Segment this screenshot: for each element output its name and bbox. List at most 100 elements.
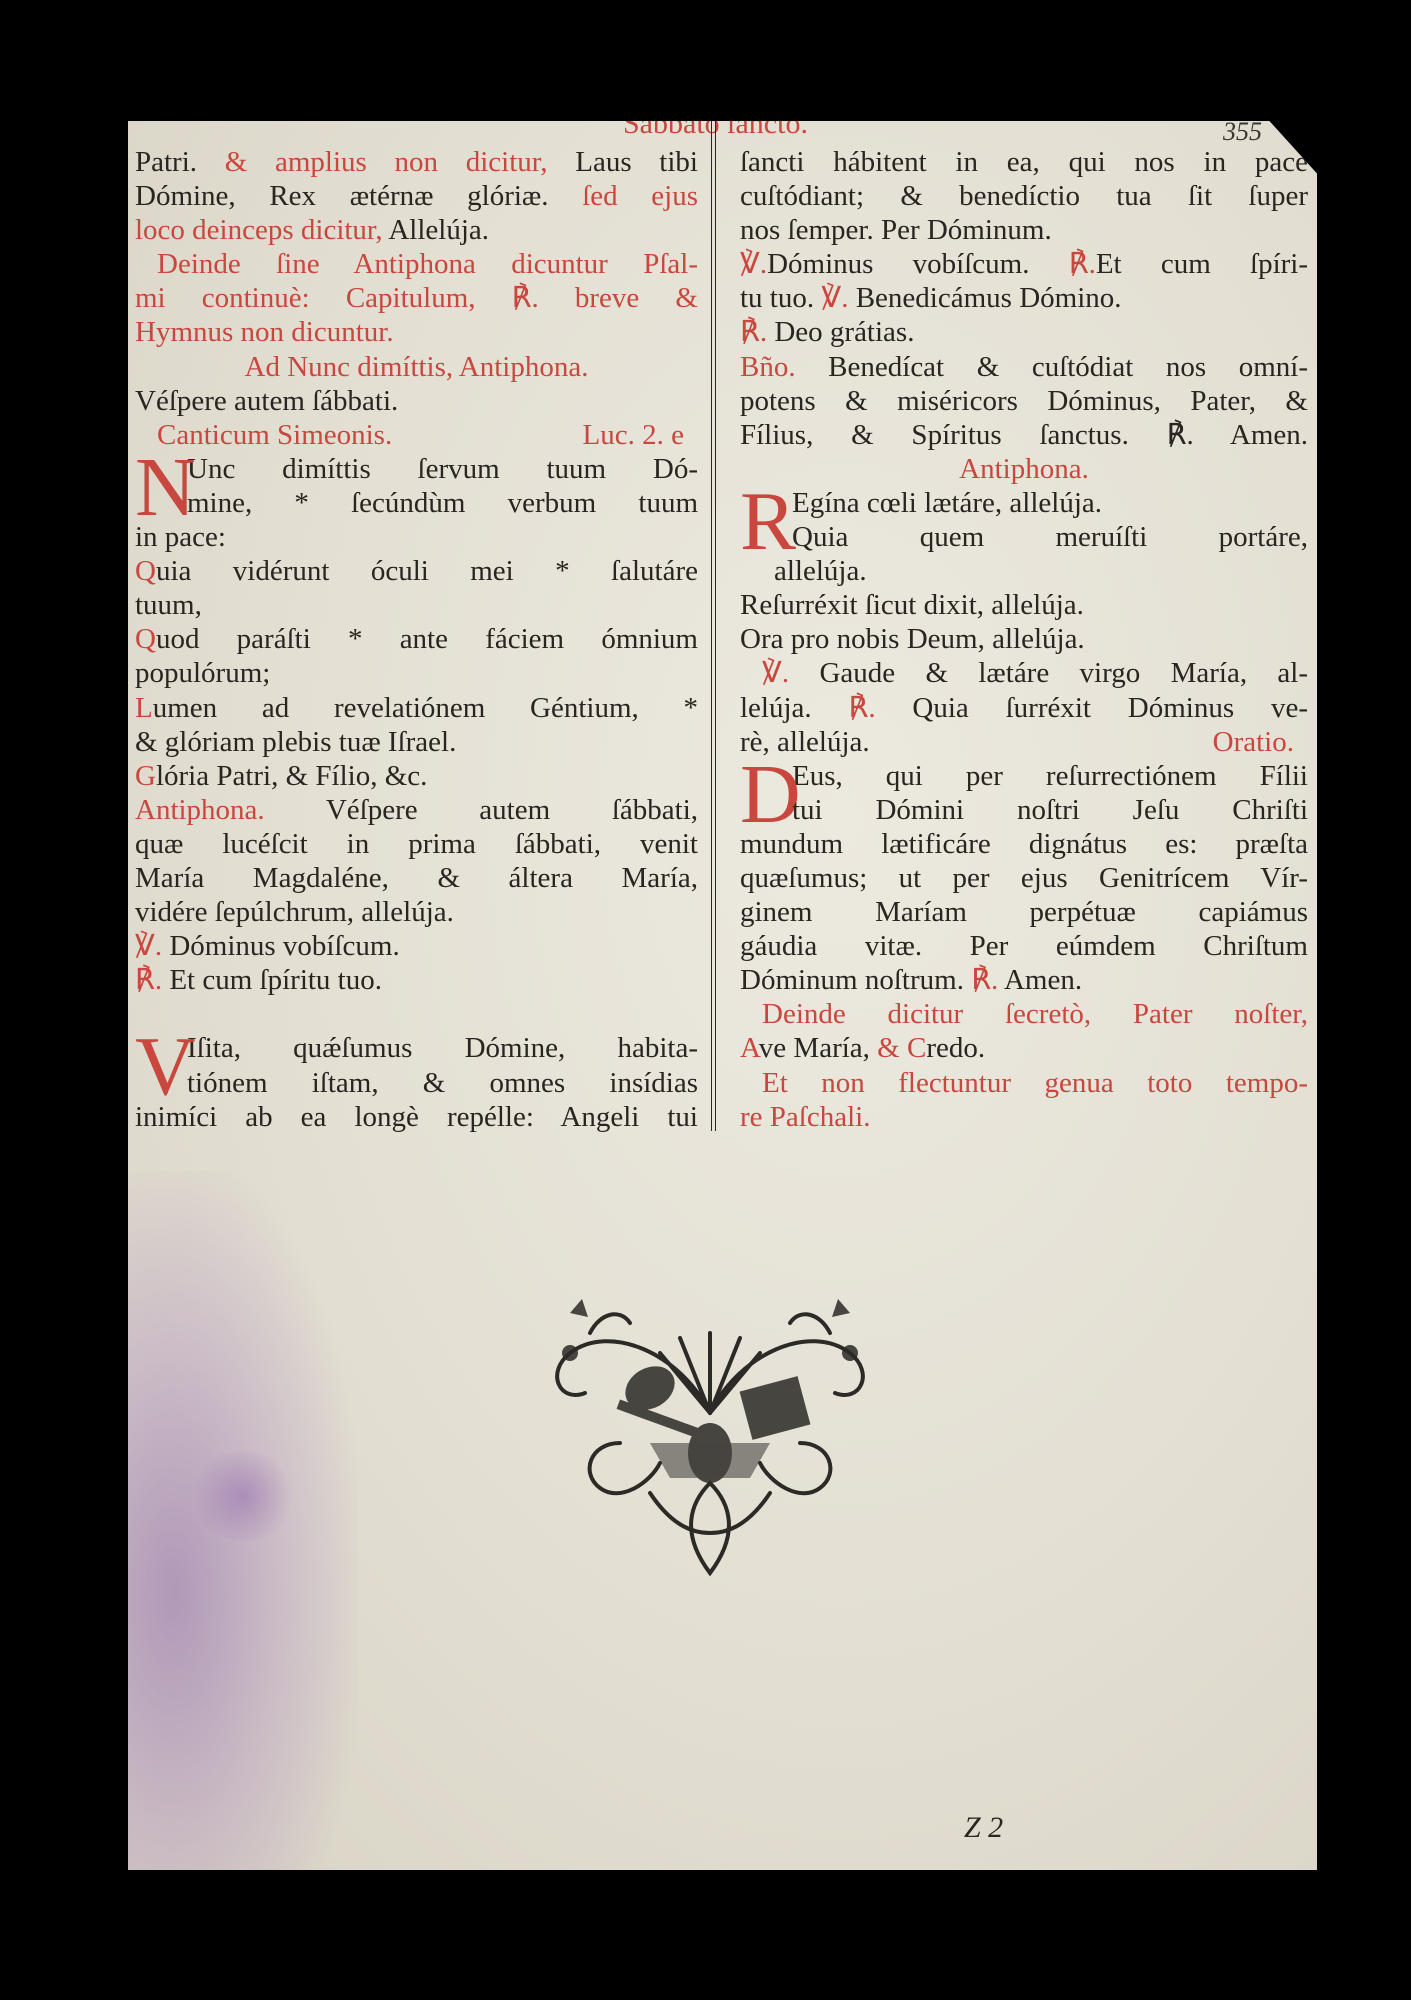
text-line: Bño. Benedícat & cuſtódiat nos omní- — [740, 350, 1308, 384]
body-text: Quia ſurréxit Dóminus ve- — [912, 691, 1308, 724]
page-number: 355 — [1223, 117, 1262, 146]
rubric-text: G — [135, 759, 156, 792]
body-text: rè, allelúja. — [740, 725, 870, 758]
body-text: Et cum ſpíri- — [1095, 248, 1309, 281]
text-line: populórum; — [135, 656, 698, 690]
body-text: inimíci ab ea longè repélle: Angeli tui — [135, 1100, 698, 1133]
text-line: Antiphona. Véſpere autem ſábbati, — [135, 793, 698, 827]
text-line: mine, * ſecúndùm verbum tuum — [135, 486, 698, 520]
text-line: lelúja. ℟. Quia ſurréxit Dóminus ve- — [740, 691, 1308, 725]
margin-reference: Oratio. — [1212, 725, 1294, 758]
text-line: Ad Nunc dimíttis, Antiphona. — [135, 350, 698, 384]
body-text: Deo grátias. — [774, 316, 915, 349]
body-text: ginem Maríam perpétuæ capiámus — [740, 896, 1308, 929]
body-text: lelúja. — [740, 691, 849, 724]
body-text: tuum, — [135, 589, 202, 622]
body-text: quæ lucéſcit in prima ſábbati, venit — [135, 827, 698, 860]
rubric-text: ℣. — [762, 657, 820, 690]
text-line: ſancti hábitent in ea, qui nos in pace — [740, 145, 1308, 179]
text-line: quæſumus; ut per ejus Genitrícem Vír- — [740, 861, 1308, 895]
rubric-text: ſed ejus — [582, 180, 698, 213]
body-text: lória Patri, & Fílio, &c. — [155, 759, 428, 792]
text-line: Quod paráſti * ante fáciem ómnium — [135, 622, 698, 656]
body-text: Véſpere autem ſábbati. — [135, 384, 399, 417]
rubric-text: ℣. — [821, 282, 856, 315]
text-line — [135, 997, 698, 1031]
body-text: Eus, qui per reſurrectiónem Fílii — [792, 759, 1308, 792]
body-text: allelúja. — [774, 555, 867, 588]
text-line: ℟. Deo grátias. — [740, 315, 1308, 349]
text-line: mi continuè: Capitulum, ℟. breve & — [135, 281, 698, 315]
rubric-text: Q — [135, 623, 156, 656]
text-line: allelúja. — [740, 554, 1308, 588]
text-line: quæ lucéſcit in prima ſábbati, venit — [135, 827, 698, 861]
body-text: Unc dimíttis ſervum tuum Dó- — [187, 452, 698, 485]
text-line: Quia vidérunt óculi mei * ſalutáre — [135, 554, 698, 588]
text-line: Ave María, & Credo. — [740, 1031, 1308, 1065]
text-line: nos ſemper. Per Dóminum. — [740, 213, 1308, 247]
body-text: vidére ſepúlchrum, allelúja. — [135, 896, 454, 929]
text-line: Deinde dicitur ſecretò, Pater noſter, — [740, 997, 1308, 1031]
body-text: Amen. — [1003, 964, 1083, 997]
body-text: gáudia vitæ. Per eúmdem Chriſtum — [740, 930, 1308, 963]
text-line: Fílius, & Spíritus ſanctus. ℟. Amen. — [740, 418, 1308, 452]
body-text: Dóminus vobíſcum. — [767, 248, 1069, 281]
text-line: Ora pro nobis Deum, allelúja. — [740, 622, 1308, 656]
text-line: & glóriam plebis tuæ Iſrael. — [135, 725, 698, 759]
woodcut-ornament-icon — [555, 1299, 865, 1577]
text-line: Lumen ad revelatiónem Géntium, * — [135, 691, 698, 725]
body-text: Allelúja. — [388, 214, 489, 247]
body-text: Et cum ſpíritu tuo. — [169, 964, 382, 997]
rubric-text: re Paſchali. — [740, 1100, 871, 1133]
body-text: Reſurréxit ſicut dixit, allelúja. — [740, 589, 1084, 622]
text-line: vidére ſepúlchrum, allelúja. — [135, 895, 698, 929]
signature-mark: Z 2 — [964, 1811, 1004, 1844]
rubric-text: Bño. — [740, 350, 829, 383]
rubric-text: ℟. — [848, 691, 913, 724]
text-line: Hymnus non dicuntur. — [135, 315, 698, 349]
rubric-text: ℣. — [135, 930, 170, 963]
text-line: tiónem iſtam, & omnes insídias — [135, 1066, 698, 1100]
drop-cap-initial: D — [740, 747, 801, 841]
rubric-text: Deinde ſine Antiphona dicuntur Pſal- — [157, 248, 698, 281]
body-text: ve María, — [758, 1032, 878, 1065]
rubric-text: Antiphona. — [959, 452, 1089, 485]
body-text: quæſumus; ut per ejus Genitrícem Vír- — [740, 861, 1308, 894]
body-text: ſancti hábitent in ea, qui nos in pace — [740, 146, 1308, 178]
rubric-text: ℟. — [971, 964, 1004, 997]
text-line: ginem Maríam perpétuæ capiámus — [740, 895, 1308, 929]
text-line: gáudia vitæ. Per eúmdem Chriſtum — [740, 929, 1308, 963]
body-text: Dóminus vobíſcum. — [169, 930, 400, 963]
rubric-text: Ad Nunc dimíttis, Antiphona. — [244, 350, 589, 383]
rubric-text: & amplius non dicitur, — [224, 146, 576, 178]
body-text: Benedícat & cuſtódiat nos omní- — [828, 350, 1309, 383]
body-text: Egína cœli lætáre, allelúja. — [792, 486, 1103, 519]
rubric-text: Antiphona. — [135, 793, 326, 826]
text-line: Glória Patri, & Fílio, &c. — [135, 759, 698, 793]
body-text: Patri. — [135, 146, 225, 178]
text-line: Et non flectuntur genua toto tempo- — [740, 1066, 1308, 1100]
text-line: ℣. Dóminus vobíſcum. — [135, 929, 698, 963]
text-line: rè, allelúja. Oratio. — [740, 725, 1308, 759]
text-line: tuum, — [135, 588, 698, 622]
text-line: tui Dómini noſtri Jeſu Chriſti — [740, 793, 1308, 827]
body-text: mundum lætificáre dignátus es: præſta — [740, 827, 1308, 860]
text-line: Dóminum noſtrum. ℟. Amen. — [740, 963, 1308, 997]
body-text: cuſtódiant; & benedíctio tua ſit ſuper — [740, 180, 1308, 213]
body-text: potens & miséricors Dóminus, Pater, & — [740, 384, 1308, 417]
drop-cap-initial: N — [135, 440, 196, 534]
rubric-text: & C — [877, 1032, 927, 1065]
body-text: tu tuo. — [740, 282, 822, 315]
body-text: & glóriam plebis tuæ Iſrael. — [135, 725, 457, 758]
text-line: Véſpere autem ſábbati. — [135, 384, 698, 418]
text-line: Reſurréxit ſicut dixit, allelúja. — [740, 588, 1308, 622]
text-line: Deinde ſine Antiphona dicuntur Pſal- — [135, 247, 698, 281]
rubric-text: mi continuè: Capitulum, ℟. breve & — [135, 282, 698, 315]
drop-cap-initial: V — [135, 1020, 196, 1114]
text-line: inimíci ab ea longè repélle: Angeli tui — [135, 1100, 698, 1134]
rubric-text: ℟. — [740, 316, 775, 349]
text-line: Canticum Simeonis.Luc. 2. e — [135, 418, 698, 452]
purple-stain — [128, 1171, 358, 1870]
text-line: María Magdaléne, & áltera María, — [135, 861, 698, 895]
